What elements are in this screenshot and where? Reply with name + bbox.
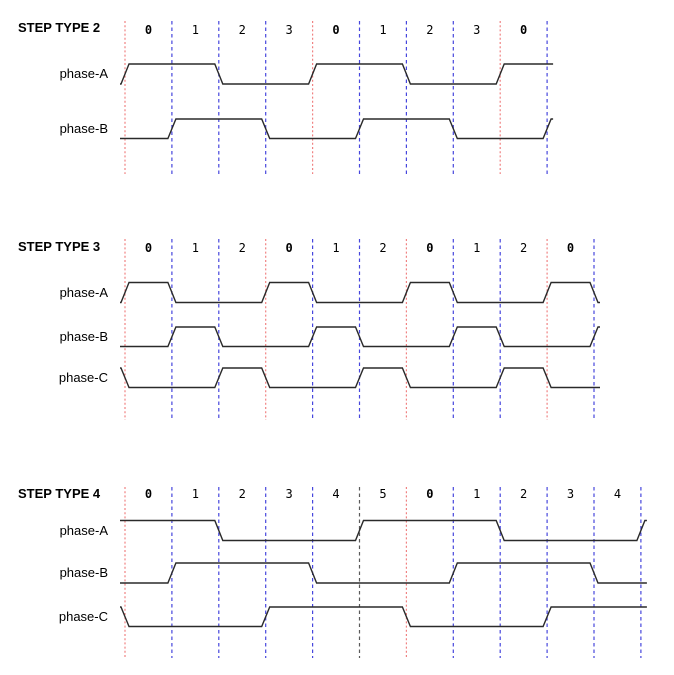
waveform-phase-B [120,118,554,140]
phase-label: phase-A [59,522,108,538]
step-number-label: 2 [426,22,434,37]
step-number-label: 0 [520,22,528,37]
waveform-phase-C [120,367,600,389]
step-number-label: 1 [191,22,199,37]
step-number-label: 0 [426,240,434,255]
phase-label: phase-B [59,328,108,344]
step-number-label: 4 [613,486,622,501]
step-number-label: 0 [426,486,434,501]
step-number-label: 0 [144,486,153,501]
waveform-phase-A [120,519,647,542]
step-number-label: 0 [144,22,153,37]
waveform-phase-A [120,63,554,85]
step-number-label: 5 [379,486,387,501]
step-number-label: 0 [285,240,293,255]
waveform-phase-A [120,281,600,304]
step-number-label: 3 [285,22,293,37]
step-number-label: 3 [566,486,575,501]
step-number-label: 2 [238,22,246,37]
phase-label: phase-A [59,284,108,300]
step-number-label: 2 [379,240,387,255]
step-number-label: 3 [473,22,481,37]
step-number-label: 2 [238,240,246,255]
step-number-label: 1 [379,22,387,37]
phase-label: phase-C [58,608,108,624]
step-number-label: 3 [285,486,293,501]
step-number-label: 1 [473,486,481,501]
step-number-label: 0 [144,240,153,255]
step-number-label: 0 [332,22,340,37]
waveform-phase-C [120,606,647,628]
step-type-title: STEP TYPE 4 [18,486,101,501]
step-number-label: 2 [238,486,246,501]
step-number-label: 2 [520,240,528,255]
phase-label: phase-B [59,565,108,580]
step-number-label: 1 [191,486,199,501]
phase-label: phase-B [59,120,108,136]
step-number-label: 4 [332,486,340,501]
step-type-title: STEP TYPE 3 [18,238,101,254]
waveform-phase-B [120,326,600,348]
phase-label: phase-A [59,66,108,81]
waveform-phase-B [120,562,647,584]
step-type-title: STEP TYPE 2 [18,19,101,35]
step-number-label: 1 [332,240,340,255]
step-number-label: 0 [566,240,575,255]
step-number-label: 1 [191,240,199,255]
phase-label: phase-C [58,369,108,385]
step-number-label: 1 [473,240,481,255]
step-number-label: 2 [520,486,528,501]
